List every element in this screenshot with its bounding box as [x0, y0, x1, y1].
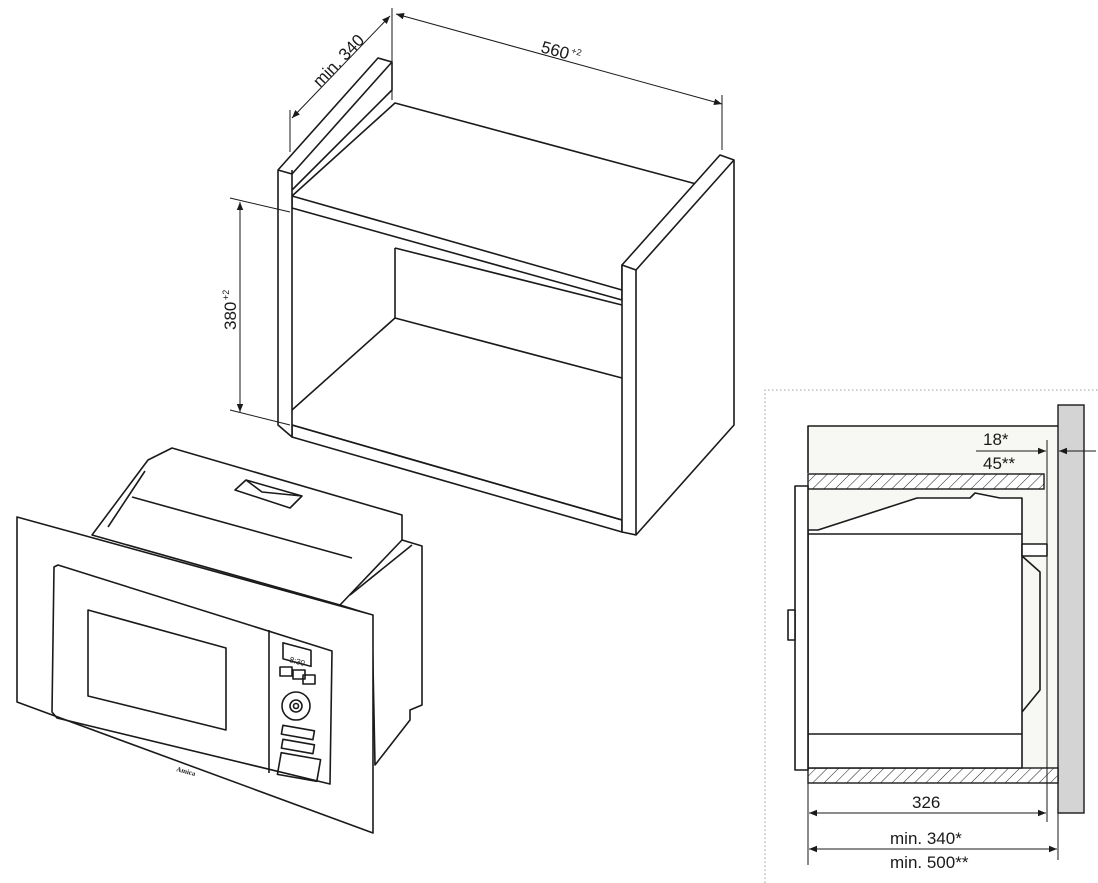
button: [280, 738, 316, 755]
display-readout: 8:30: [288, 655, 306, 668]
button: [302, 674, 316, 685]
height-label: 380: [221, 302, 240, 330]
wall: [1057, 404, 1085, 814]
control-knob: [281, 691, 311, 721]
unit-depth-label: 326: [912, 793, 940, 812]
side-view: 18* 45** 326 min. 340* min. 500**: [764, 389, 1098, 883]
width-tolerance: +2: [570, 46, 583, 58]
upper-shelf: [807, 473, 1045, 490]
microwave-isometric: 8:30 Amica: [16, 447, 423, 834]
lower-shelf: [807, 767, 1059, 784]
min-depth-label-b: min. 500**: [890, 853, 969, 872]
gap-label-a: 18*: [983, 430, 1009, 449]
cabinet-isometric: [277, 57, 735, 536]
min-depth-label-a: min. 340*: [890, 829, 962, 848]
height-tolerance: +2: [221, 290, 231, 300]
microwave-front-frame: [794, 485, 809, 771]
width-label: 560: [539, 38, 571, 64]
button: [279, 666, 293, 677]
knob: [787, 609, 796, 641]
button: [280, 724, 316, 741]
gap-label-b: 45**: [983, 454, 1016, 473]
